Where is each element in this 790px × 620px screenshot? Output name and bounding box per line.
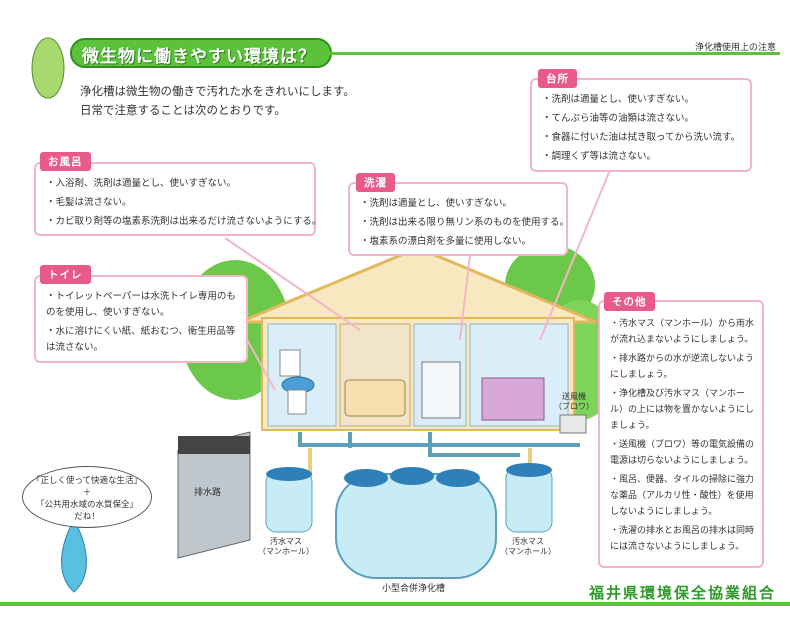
toilet-tank bbox=[279, 349, 301, 377]
tag-laundry: 洗濯 bbox=[356, 173, 395, 192]
other-item: ・浄化槽及び汚水マス（マンホール）の上には物を置かないようにしましょう。 bbox=[610, 389, 754, 431]
footer-organization: 福井県環境保全協業組合 bbox=[588, 584, 776, 602]
laundry-item: ・塩素系の漂白剤を多量に使用しない。 bbox=[360, 236, 532, 247]
other-item: ・洗濯の排水とお風呂の排水は同時には流さないようにしましょう。 bbox=[610, 526, 755, 552]
label-blower: 送風機 （ブロワ） bbox=[554, 392, 594, 412]
callout-line bbox=[539, 169, 611, 341]
speech-line: だね！ bbox=[74, 512, 100, 522]
title-bar bbox=[70, 38, 332, 68]
callout-line bbox=[224, 237, 361, 331]
bath-item: ・毛髪は流さない。 bbox=[46, 197, 132, 208]
laundry-item: ・洗剤は適量とし、使いすぎない。 bbox=[360, 198, 513, 209]
bath-item: ・カビ取り剤等の塩素系洗剤は出来るだけ流さないようにする。 bbox=[46, 216, 322, 227]
intro-line-1: 浄化槽は微生物の働きで汚れた水をきれいにします。 bbox=[80, 84, 355, 98]
label-manhole-left: 汚水マス （マンホール） bbox=[258, 537, 314, 557]
other-item: ・汚水マス（マンホール）から雨水が流れ込まないようにしましょう。 bbox=[610, 319, 755, 345]
kitchen-counter bbox=[481, 377, 545, 421]
intro-text: 浄化槽は微生物の働きで汚れた水をきれいにします。 日常で注意することは次のとおり… bbox=[80, 82, 355, 120]
title-underline bbox=[320, 52, 780, 55]
label-manhole-left-line: （マンホール） bbox=[258, 547, 314, 556]
label-manhole-right-line: （マンホール） bbox=[500, 547, 556, 556]
manhole-right bbox=[505, 467, 553, 533]
label-blower-line: 送風機 bbox=[562, 392, 586, 401]
manhole-right-top bbox=[506, 463, 552, 477]
label-blower-line: （ブロワ） bbox=[554, 402, 594, 411]
other-item: ・送風機（ブロワ）等の電気設備の電源は切らないようにしましょう。 bbox=[610, 440, 755, 466]
mascot-bottom bbox=[61, 518, 87, 593]
toilet-base bbox=[287, 389, 307, 415]
callout-line bbox=[459, 254, 471, 341]
footer-line bbox=[0, 602, 790, 606]
label-manhole-right: 汚水マス （マンホール） bbox=[500, 537, 556, 557]
kitchen-item: ・調理くず等は流さない。 bbox=[542, 151, 657, 162]
box-other: ・汚水マス（マンホール）から雨水が流れ込まないようにしましょう。 ・排水路からの… bbox=[598, 300, 764, 568]
box-toilet: ・トイレットペーパーは水洗トイレ専用のものを使用し、使いすぎない。 ・水に溶けに… bbox=[34, 275, 248, 363]
bath-item: ・入浴剤、洗剤は適量とし、使いすぎない。 bbox=[46, 178, 237, 189]
tank-lid bbox=[344, 469, 388, 487]
tank-lid bbox=[436, 469, 480, 487]
intro-line-2: 日常で注意することは次のとおりです。 bbox=[80, 103, 286, 117]
kitchen-item: ・洗剤は適量とし、使いすぎない。 bbox=[542, 94, 695, 105]
washing-machine bbox=[421, 361, 461, 419]
septic-tank bbox=[335, 473, 497, 579]
label-manhole-left-line: 汚水マス bbox=[270, 537, 302, 546]
speech-line: ＋ bbox=[82, 488, 92, 498]
toilet-item: ・水に溶けにくい紙、紙おむつ、衛生用品等は流さない。 bbox=[46, 326, 236, 353]
blower bbox=[559, 414, 587, 434]
box-laundry: ・洗剤は適量とし、使いすぎない。 ・洗剤は出来る限り無リン系のものを使用する。 … bbox=[348, 182, 570, 256]
tag-bath: お風呂 bbox=[40, 152, 91, 171]
box-kitchen: ・洗剤は適量とし、使いすぎない。 ・てんぷら油等の油類は流さない。 ・食器に付い… bbox=[530, 78, 752, 172]
label-drain: 排水路 bbox=[194, 488, 222, 498]
page-title: 微生物に働きやすい環境は？ bbox=[82, 47, 316, 67]
tank-lid bbox=[390, 467, 434, 485]
label-tank: 小型合併浄化槽 bbox=[382, 584, 446, 594]
speech-line: 「公共用水域の水質保全」 bbox=[35, 500, 138, 510]
other-item: ・排水路からの水が逆流しないようにしましょう。 bbox=[610, 354, 754, 380]
mascot-top bbox=[31, 37, 65, 99]
tag-other: その他 bbox=[604, 292, 655, 311]
manhole-left-top bbox=[266, 467, 312, 481]
kitchen-item: ・食器に付いた油は拭き取ってから洗い流す。 bbox=[542, 132, 741, 143]
kitchen-item: ・てんぷら油等の油類は流さない。 bbox=[542, 113, 695, 124]
drain-lid bbox=[178, 436, 250, 454]
bathtub bbox=[344, 379, 406, 417]
speech-line: 「正しく使って快適な生活」 bbox=[31, 476, 143, 486]
speech-bubble: 「正しく使って快適な生活」 ＋ 「公共用水域の水質保全」 だね！ bbox=[22, 466, 152, 528]
other-item: ・風呂、便器、タイルの掃除に強力な薬品（アルカリ性・酸性）を使用しないようにしま… bbox=[610, 475, 755, 517]
label-manhole-right-line: 汚水マス bbox=[512, 537, 544, 546]
header-note: 浄化槽使用上の注意 bbox=[694, 43, 776, 53]
pipe bbox=[298, 432, 580, 457]
box-bath: ・入浴剤、洗剤は適量とし、使いすぎない。 ・毛髪は流さない。 ・カビ取り剤等の塩… bbox=[34, 162, 322, 236]
laundry-item: ・洗剤は出来る限り無リン系のものを使用する。 bbox=[360, 217, 570, 228]
toilet-item: ・トイレットペーパーは水洗トイレ専用のものを使用し、使いすぎない。 bbox=[46, 291, 236, 318]
tag-toilet: トイレ bbox=[40, 265, 91, 284]
tag-kitchen: 台所 bbox=[538, 69, 577, 88]
